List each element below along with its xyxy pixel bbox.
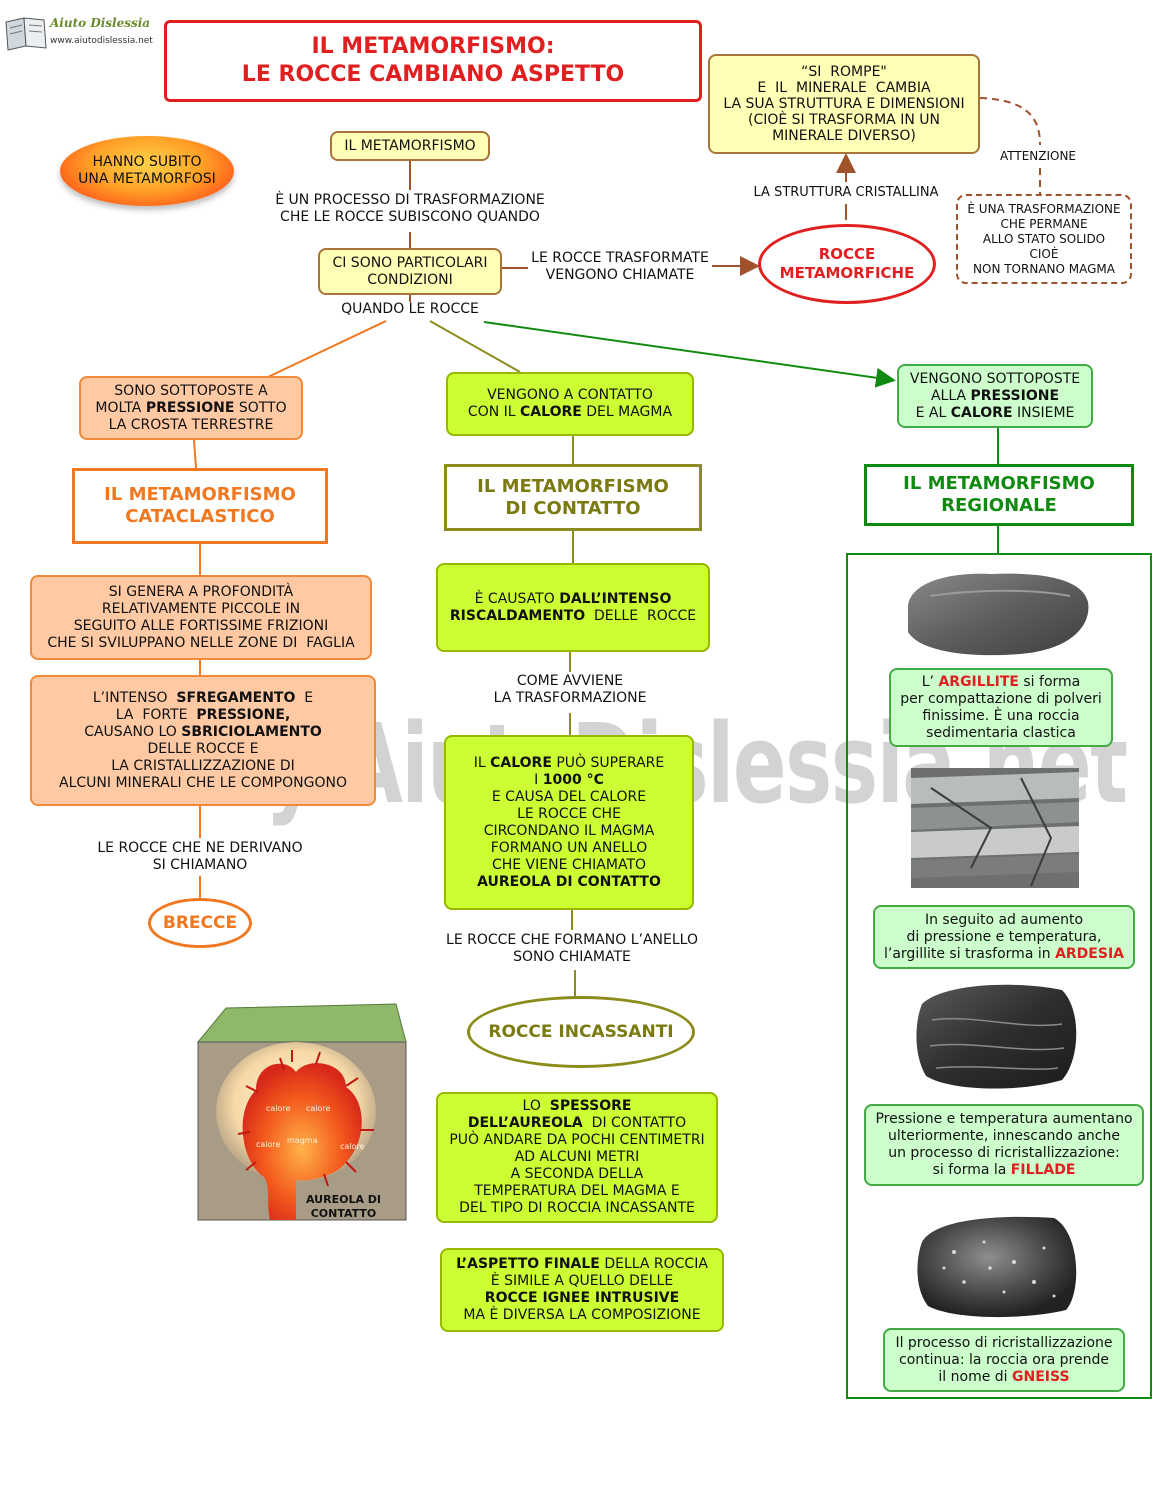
metamorfosi-badge: HANNO SUBITO UNA METAMORFOSI — [60, 136, 234, 206]
si-rompe-box: “SI ROMPE" E IL MINERALE CAMBIA LA SUA S… — [708, 54, 980, 154]
illus-magma: magma — [287, 1136, 318, 1145]
middle-desc-1: È CAUSATO DALL’INTENSO RISCALDAMENTO DEL… — [436, 563, 710, 652]
ardesia-rock-image — [911, 768, 1079, 888]
attenzione-label: ATTENZIONE — [999, 149, 1077, 163]
argillite-rock-image — [908, 573, 1089, 656]
left-desc-2: L’INTENSO SFREGAMENTO E LA FORTE PRESSIO… — [30, 675, 376, 806]
illus-calore-1: calore — [266, 1104, 291, 1113]
book-icon — [5, 17, 47, 51]
magma-chamber-image — [196, 1003, 407, 1221]
title-regionale: IL METAMORFISMO REGIONALE — [864, 464, 1134, 526]
gneiss-rock-image — [917, 1216, 1077, 1318]
spessore-box: LO SPESSORE DELL’AUREOLA DI CONTATTO PUÒ… — [436, 1092, 718, 1223]
ardesia-box: In seguito ad aumento di pressione e tem… — [873, 905, 1135, 969]
come-label: COME AVVIENE LA TRASFORMAZIONE — [493, 673, 647, 706]
rocce-metamorfiche: ROCCE METAMORFICHE — [758, 224, 936, 304]
illus-calore-3: calore — [256, 1140, 281, 1149]
condizioni-box: CI SONO PARTICOLARI CONDIZIONI — [318, 248, 502, 295]
left-condition-box: SONO SOTTOPOSTE A MOLTA PRESSIONE SOTTO … — [79, 376, 303, 440]
regionale-frame — [846, 553, 1152, 1399]
illus-calore-4: calore — [340, 1142, 365, 1151]
middle-condition-box: VENGONO A CONTATTO CON IL CALORE DEL MAG… — [446, 372, 694, 436]
processo-label: È UN PROCESSO DI TRASFORMAZIONE CHE LE R… — [275, 192, 545, 225]
middle-desc-2: IL CALORE PUÒ SUPERARE I 1000 °C E CAUSA… — [444, 735, 694, 910]
illus-calore-2: calore — [306, 1104, 331, 1113]
derivano-label: LE ROCCE CHE NE DERIVANO SI CHIAMANO — [97, 840, 303, 873]
left-desc-1: SI GENERA A PROFONDITÀ RELATIVAMENTE PIC… — [30, 575, 372, 660]
gneiss-box: Il processo di ricristallizzazione conti… — [883, 1328, 1125, 1392]
logo-name: Aiuto Dislessia — [50, 16, 151, 30]
page-title: IL METAMORFISMO: LE ROCCE CAMBIANO ASPET… — [164, 20, 702, 102]
struttura-label: LA STRUTTURA CRISTALLINA — [753, 185, 939, 200]
title-line-2: LE ROCCE CAMBIANO ASPETTO — [241, 62, 625, 87]
badge-line-1: HANNO SUBITO — [92, 154, 202, 170]
badge-line-2: UNA METAMORFOSI — [78, 171, 216, 187]
right-condition-box: VENGONO SOTTOPOSTE ALLA PRESSIONE E AL C… — [897, 364, 1093, 428]
argillite-box: L’ ARGILLITE si forma per compattazione … — [889, 668, 1113, 747]
il-metamorfismo-box: IL METAMORFISMO — [330, 131, 490, 161]
attenzione-box: È UNA TRASFORMAZIONE CHE PERMANE ALLO ST… — [956, 194, 1132, 284]
quando-label: QUANDO LE ROCCE — [341, 301, 479, 317]
anello-label: LE ROCCE CHE FORMANO L’ANELLO SONO CHIAM… — [446, 932, 698, 965]
title-line-1: IL METAMORFISMO: — [311, 34, 555, 59]
aspetto-box: L’ASPETTO FINALE DELLA ROCCIA È SIMILE A… — [440, 1248, 724, 1332]
rocce-incassanti: ROCCE INCASSANTI — [467, 996, 695, 1068]
trasformate-label: LE ROCCE TRASFORMATE VENGONO CHIAMATE — [531, 250, 709, 283]
fillade-box: Pressione e temperatura aumentano ulteri… — [864, 1104, 1144, 1186]
aureola-illustration: calore calore calore magma calore AUREOL… — [196, 1002, 408, 1222]
illus-aureola-label: AUREOLA DI CONTATTO — [306, 1193, 382, 1220]
logo: Aiuto Dislessia www.aiutodislessia.net — [4, 14, 158, 54]
fillade-rock-image — [916, 984, 1077, 1089]
title-contatto: IL METAMORFISMO DI CONTATTO — [444, 464, 702, 531]
logo-url[interactable]: www.aiutodislessia.net — [50, 36, 153, 46]
brecce: BRECCE — [148, 898, 252, 948]
title-cataclastico: IL METAMORFISMO CATACLASTICO — [72, 468, 328, 544]
